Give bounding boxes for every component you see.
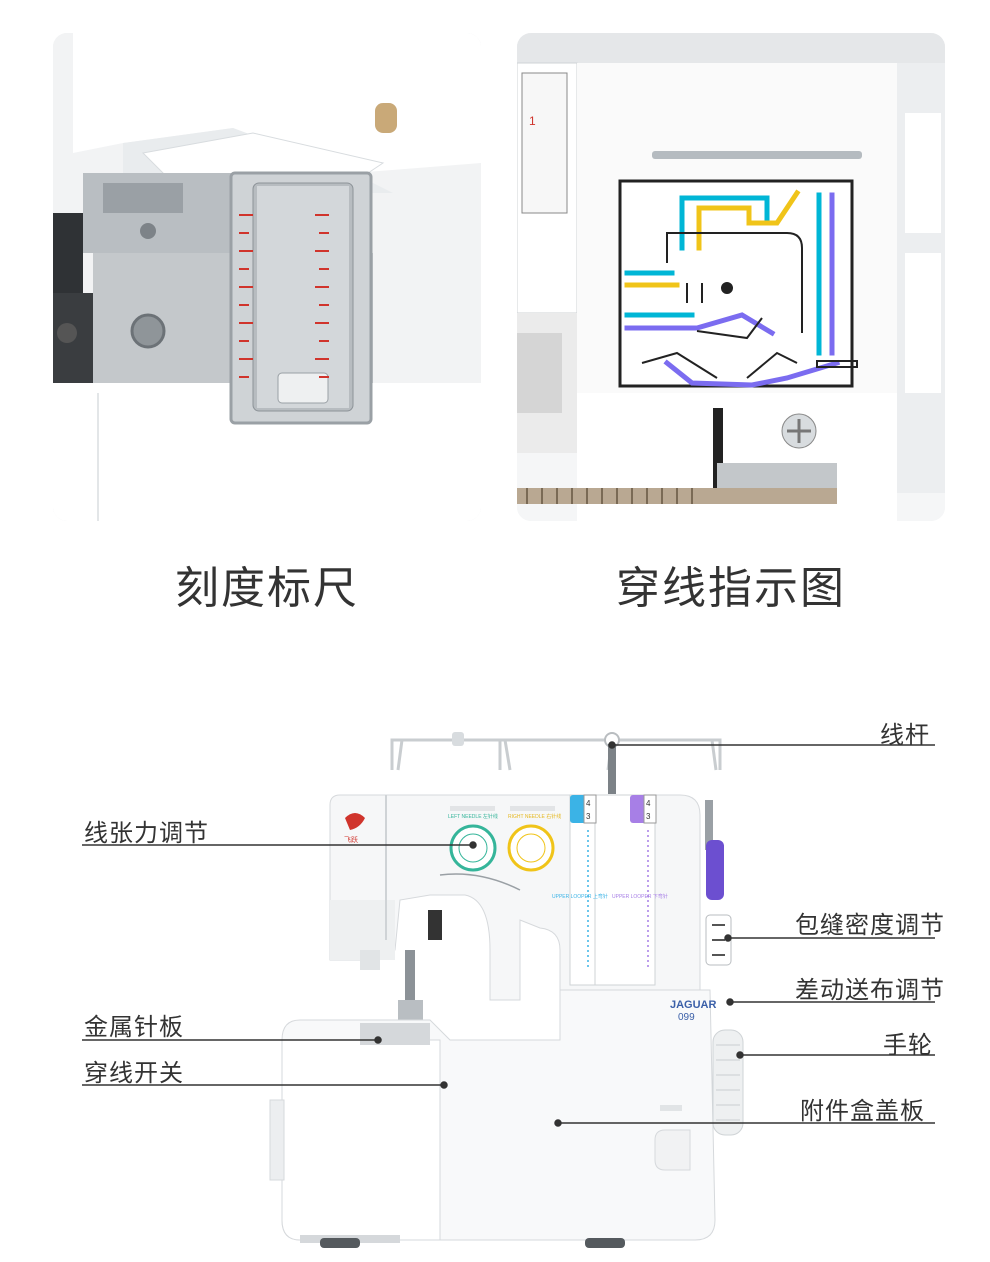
brand-text: JAGUAR xyxy=(670,999,717,1011)
handwheel-label: 手轮 xyxy=(883,1031,933,1059)
accessory-cover-label: 附件盒盖板 xyxy=(800,1097,925,1125)
stitch-density-label: 包缝密度调节 xyxy=(795,911,945,939)
right-needle-text: RIGHT NEEDLE 右针线 xyxy=(508,813,561,820)
tension-label: 线张力调节 xyxy=(84,819,209,847)
left-needle-text: LEFT NEEDLE 左针线 xyxy=(448,813,498,820)
lower-looper-dial-3: 3 xyxy=(586,812,591,821)
ruler-guide-photo xyxy=(53,33,481,521)
thread-stand-label: 线杆 xyxy=(880,721,930,749)
threading-switch-label: 穿线开关 xyxy=(84,1059,184,1087)
serger-machine-diagram: 4 3 4 3 UPPER LOOPER 上弯针 UPPER LOOPER 下弯… xyxy=(82,732,935,1248)
chart-dial-mark: 1 xyxy=(529,114,536,128)
logo-text: 飞跃 xyxy=(344,835,358,844)
ruler-caption: 刻度标尺 xyxy=(175,563,359,614)
upper-looper-dial-4: 4 xyxy=(646,799,651,808)
lower-looper-text: UPPER LOOPER 下弯针 xyxy=(612,893,668,900)
metal-plate-label: 金属针板 xyxy=(84,1013,184,1041)
differential-feed-label: 差动送布调节 xyxy=(795,976,945,1004)
model-text: 099 xyxy=(678,1012,695,1023)
lower-looper-dial-4: 4 xyxy=(586,799,591,808)
upper-looper-dial-3: 3 xyxy=(646,812,651,821)
upper-looper-text: UPPER LOOPER 上弯针 xyxy=(552,893,608,900)
threading-caption: 穿线指示图 xyxy=(616,563,846,614)
threading-chart-photo: 1 xyxy=(517,33,945,521)
